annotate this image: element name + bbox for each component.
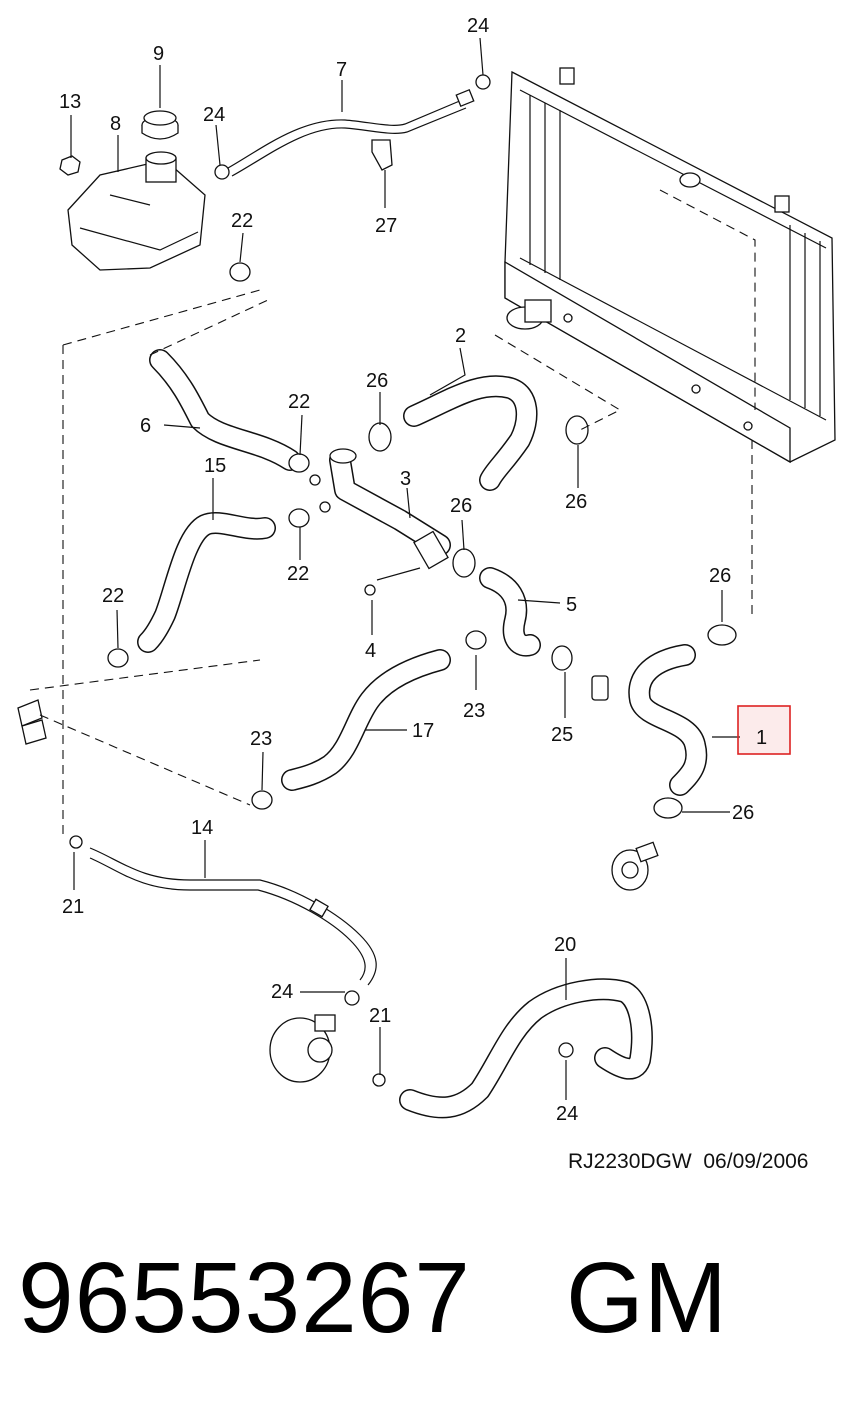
part-number: 96553267 xyxy=(18,1242,471,1354)
drawing-date: 06/09/2006 xyxy=(703,1150,809,1173)
throttle-body xyxy=(269,1014,336,1083)
callout-7: 7 xyxy=(336,59,347,81)
drawing-reference: RJ2230DGW 06/09/2006 xyxy=(568,1150,808,1174)
radiator xyxy=(504,67,836,464)
callout-22-left: 22 xyxy=(102,585,124,607)
callout-26-top: 26 xyxy=(366,370,388,392)
callout-25: 25 xyxy=(551,724,573,746)
callout-15: 15 xyxy=(204,455,226,477)
callout-27: 27 xyxy=(375,215,397,237)
leader-lines xyxy=(29,37,756,1100)
callout-22-lower: 22 xyxy=(287,563,309,585)
hose-15 xyxy=(137,512,276,653)
hose-14 xyxy=(89,847,377,986)
callout-labels: 1 2 3 4 5 6 7 8 9 13 14 15 17 20 21 21 2… xyxy=(59,15,767,1125)
callout-13: 13 xyxy=(59,91,81,113)
callout-24-lower: 24 xyxy=(271,981,293,1003)
callout-22-top: 22 xyxy=(231,210,253,232)
bracket-27 xyxy=(371,139,393,171)
callout-22-mid: 22 xyxy=(288,391,310,413)
callout-4: 4 xyxy=(365,640,376,662)
hose-20 xyxy=(399,978,653,1119)
hose-7 xyxy=(227,88,475,177)
callout-3: 3 xyxy=(400,468,411,490)
callout-9: 9 xyxy=(153,43,164,65)
cooling-system-diagram: 1 2 3 4 5 6 7 8 9 13 14 15 17 20 21 21 2… xyxy=(17,15,836,1125)
callout-24-top: 24 xyxy=(467,15,489,37)
callout-6: 6 xyxy=(140,415,151,437)
callout-14: 14 xyxy=(191,817,213,839)
callout-5: 5 xyxy=(566,594,577,616)
pipe-3 xyxy=(329,448,451,556)
callout-23-right: 23 xyxy=(463,700,485,722)
callout-20: 20 xyxy=(554,934,576,956)
callout-1: 1 xyxy=(756,727,767,749)
callout-26-mid: 26 xyxy=(450,495,472,517)
highlight-box xyxy=(738,706,790,754)
brand-name: GM xyxy=(566,1242,728,1354)
callout-8: 8 xyxy=(110,113,121,135)
callout-24-upper: 24 xyxy=(203,104,225,126)
thermostat-housing xyxy=(611,841,659,891)
coolant-reservoir xyxy=(67,151,206,271)
callout-26-hose1-bottom: 26 xyxy=(732,802,754,824)
hose-clamps xyxy=(69,74,737,1087)
callout-26-right: 26 xyxy=(565,491,587,513)
hose-1 xyxy=(628,644,708,796)
callout-21-bottom: 21 xyxy=(369,1005,391,1027)
callout-24-bottom: 24 xyxy=(556,1103,578,1125)
callout-26-hose1-top: 26 xyxy=(709,565,731,587)
hose-5 xyxy=(479,567,541,657)
callout-23-left: 23 xyxy=(250,728,272,750)
fitting-right xyxy=(413,530,609,701)
hose-17 xyxy=(281,649,451,791)
callout-17: 17 xyxy=(412,720,434,742)
callout-21-left: 21 xyxy=(62,896,84,918)
hose-6 xyxy=(149,349,301,471)
reservoir-cap xyxy=(141,110,179,140)
bolt-13 xyxy=(59,155,81,176)
hose-2 xyxy=(403,375,538,491)
callout-2: 2 xyxy=(455,325,466,347)
drawing-code: RJ2230DGW xyxy=(568,1150,692,1173)
tee-fittings xyxy=(17,699,47,745)
